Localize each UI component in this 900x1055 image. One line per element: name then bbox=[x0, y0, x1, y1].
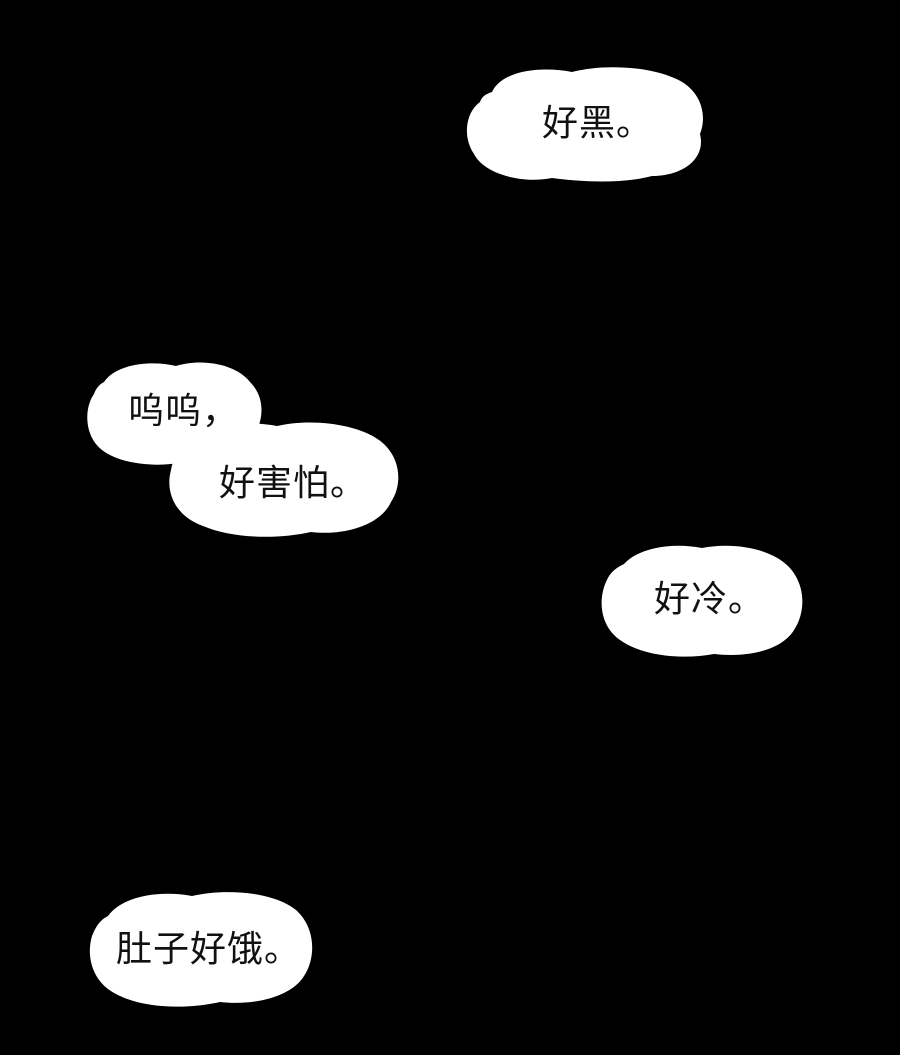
bubble-text: 好冷。 bbox=[654, 579, 766, 620]
bubble-text: 呜呜， bbox=[128, 391, 240, 432]
speech-bubble-hungry: 肚子好饿。 bbox=[86, 888, 314, 1010]
cloud-bubble-shape bbox=[89, 892, 313, 1007]
cloud-bubble-shape bbox=[601, 545, 803, 657]
speech-bubble-scared: 好害怕。 bbox=[165, 418, 400, 540]
cloud-bubble-shape bbox=[169, 422, 399, 537]
bubble-text: 肚子好饿。 bbox=[116, 929, 302, 970]
speech-bubble-dark: 好黑。 bbox=[462, 62, 707, 184]
cloud-bubble-shape bbox=[466, 67, 703, 182]
bubble-text: 好害怕。 bbox=[219, 463, 368, 504]
bubble-text: 好黑。 bbox=[542, 103, 654, 144]
speech-bubble-cold: 好冷。 bbox=[598, 542, 804, 660]
